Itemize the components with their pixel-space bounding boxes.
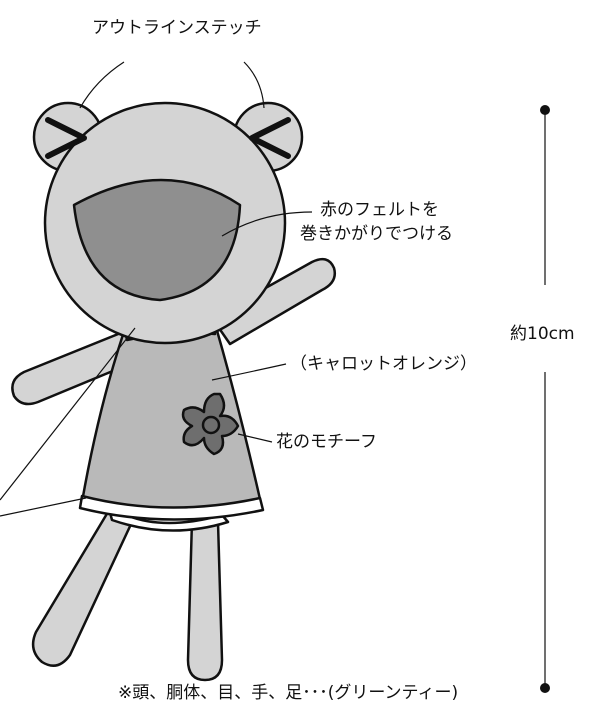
flower-motif-label: 花のモチーフ <box>276 432 377 452</box>
dress-hem-band <box>78 494 265 521</box>
dimension-top-dot <box>540 105 550 115</box>
outline-stitch-label: アウトラインステッチ <box>92 18 262 38</box>
right-leg <box>186 518 224 682</box>
size-label: 約10cm <box>510 324 575 344</box>
leader-felt <box>221 211 313 237</box>
leader-flower <box>237 433 273 443</box>
leader-dress <box>211 363 287 381</box>
flower-motif <box>181 392 240 456</box>
leader-stitch-right <box>243 61 265 109</box>
left-leg <box>31 510 134 667</box>
felt-label-line2: 巻きかがりでつける <box>300 224 453 244</box>
leader-stitch-left <box>79 61 125 109</box>
dress-color-label: （キャロットオレンジ） <box>290 354 477 374</box>
dimension-bottom-dot <box>540 683 550 693</box>
left-arm <box>11 328 130 406</box>
right-eye-mark <box>249 117 291 159</box>
mouth <box>72 178 242 302</box>
felt-label-line1: 赤のフェルトを <box>320 200 439 220</box>
leader-neck <box>0 327 136 501</box>
right-arm <box>210 257 336 346</box>
note-label: ※頭、胴体、目、手、足･･･(グリーンティー) <box>118 683 459 703</box>
leader-hem <box>0 497 87 517</box>
left-eye-mark <box>45 117 87 159</box>
